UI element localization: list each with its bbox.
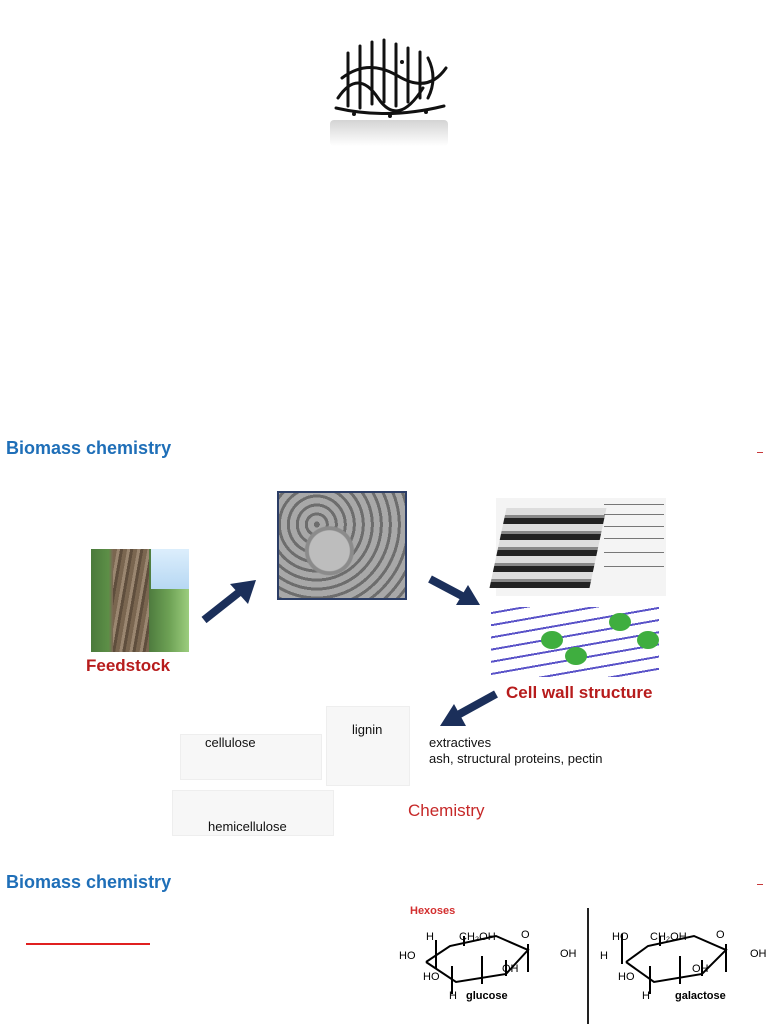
glucose-label: glucose bbox=[466, 990, 508, 1002]
bismillah-emblem bbox=[328, 28, 452, 150]
emblem-reflection bbox=[330, 120, 448, 146]
arrow-up-right-icon bbox=[201, 580, 256, 624]
extractives-label: extractives bbox=[429, 735, 492, 750]
hemicellulose-structure bbox=[172, 790, 334, 836]
microfibril-diagram bbox=[491, 607, 659, 677]
lignin-label: lignin bbox=[352, 722, 383, 737]
galactose-label: galactose bbox=[675, 990, 726, 1002]
glucose-ho-3: HO bbox=[423, 971, 440, 983]
galactose-structure-icon bbox=[621, 934, 728, 994]
glucose-h: H bbox=[426, 931, 434, 943]
glucose-ch2oh: CH₂OH bbox=[459, 931, 496, 943]
corner-mark bbox=[757, 884, 763, 885]
glucose-h: H bbox=[449, 990, 457, 1002]
hemicellulose-label: hemicellulose bbox=[208, 819, 287, 834]
cell-wall-structure-label: Cell wall structure bbox=[506, 683, 653, 702]
wood-cell-micrograph bbox=[277, 491, 407, 600]
feedstock-tree-image bbox=[91, 549, 189, 652]
arrow-down-right-icon bbox=[428, 575, 480, 605]
calligraphy-emblem-icon bbox=[334, 38, 448, 118]
chemistry-label: Chemistry bbox=[408, 801, 485, 820]
galactose-ho-4: HO bbox=[612, 931, 629, 943]
galactose-oh-1: OH bbox=[750, 948, 767, 960]
arrow-down-left-icon bbox=[440, 690, 498, 726]
lignin-structure bbox=[326, 706, 410, 786]
galactose-ch2oh: CH₂OH bbox=[650, 931, 687, 943]
corner-mark bbox=[757, 452, 763, 453]
galactose-ring-oxygen: O bbox=[716, 929, 725, 941]
glucose-oh-2: OH bbox=[502, 963, 519, 975]
galactose-h: H bbox=[642, 990, 650, 1002]
glucose-structure-icon bbox=[425, 934, 530, 994]
section-title-biomass-chemistry-1: Biomass chemistry bbox=[6, 438, 172, 458]
cellulose-structure bbox=[180, 734, 322, 780]
other-components-label: ash, structural proteins, pectin bbox=[429, 751, 603, 766]
galactose-oh-2: OH bbox=[692, 963, 709, 975]
glucose-ring-oxygen: O bbox=[521, 929, 530, 941]
glucose-ho-4: HO bbox=[399, 950, 416, 962]
galactose-ho-3: HO bbox=[618, 971, 635, 983]
glucose-oh-1: OH bbox=[560, 948, 577, 960]
cell-wall-layers-diagram bbox=[489, 498, 666, 596]
cellulose-label: cellulose bbox=[205, 735, 256, 750]
hexoses-heading: Hexoses bbox=[410, 905, 456, 917]
red-underline bbox=[26, 943, 150, 945]
section-title-biomass-chemistry-2: Biomass chemistry bbox=[6, 872, 172, 892]
galactose-h: H bbox=[600, 950, 608, 962]
hexose-divider bbox=[587, 908, 589, 1024]
feedstock-label: Feedstock bbox=[86, 656, 171, 675]
